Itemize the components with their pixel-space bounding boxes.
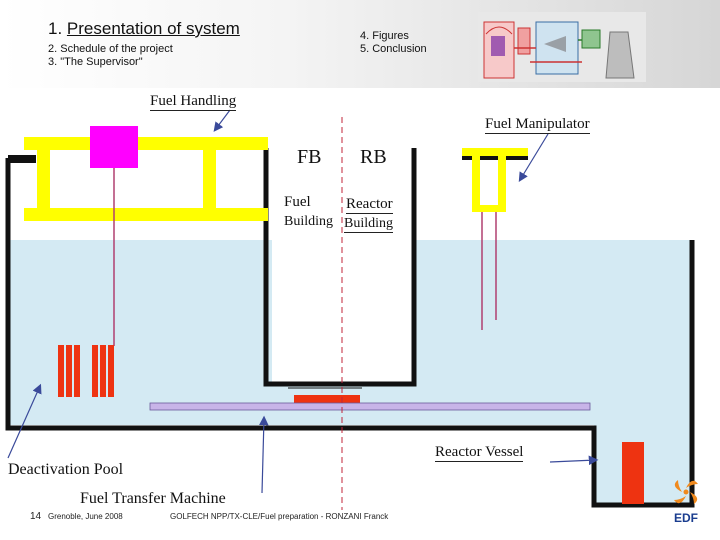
page-number: 14: [30, 511, 42, 522]
deactivation-pool-pointer-icon: [7, 383, 42, 459]
footer-location-date: Grenoble, June 2008: [48, 512, 123, 521]
header-right-item-figures: 4. Figures: [360, 30, 409, 42]
fuel-manipulator-top-beam: [462, 148, 528, 156]
header-right-item-conclusion: 5. Conclusion: [360, 43, 427, 55]
pool-outer-wall: [5, 158, 695, 508]
label-reactor: Reactor: [346, 196, 393, 214]
reactor-pool-water: [412, 240, 692, 425]
label-building-right: Building: [344, 216, 394, 233]
fuel-transfer-carriage: [294, 395, 360, 403]
dividing-wall-interior: [272, 155, 414, 382]
label-rb: RB: [360, 146, 387, 168]
fuel-handling-crane-left-leg: [37, 150, 50, 208]
header-main-title-text: Presentation of system: [66, 19, 240, 38]
label-fuel-manipulator: Fuel Manipulator: [485, 116, 590, 134]
header-sub-item-supervisor: 3. "The Supervisor": [48, 56, 143, 68]
footer-document-reference: GOLFECH NPP/TX-CLE/Fuel preparation - RO…: [170, 512, 389, 521]
label-fb: FB: [297, 146, 322, 168]
label-fuel-handling: Fuel Handling: [150, 93, 237, 111]
fuel-manipulator-pointer-icon: [518, 133, 549, 183]
plant-overview-thumbnail: [478, 12, 646, 82]
fuel-transfer-pointer-icon: [259, 415, 269, 494]
fuel-handling-crane-bottom-beam: [24, 208, 268, 221]
fuel-handling-trolley: [90, 126, 138, 168]
fuel-handling-pointer-icon: [213, 109, 231, 132]
fuel-manipulator-bottom-beam: [472, 205, 506, 212]
label-deactivation-pool: Deactivation Pool: [8, 461, 124, 478]
fuel-rod: [66, 345, 72, 397]
fuel-rod: [92, 345, 98, 397]
dividing-wall: [263, 148, 417, 387]
fuel-handling-crane-right-leg: [203, 150, 216, 208]
fuel-transfer-tube: [149, 402, 591, 411]
header-sub-item-schedule: 2. Schedule of the project: [48, 43, 173, 55]
label-fuel: Fuel: [284, 194, 311, 210]
label-fuel-transfer-machine: Fuel Transfer Machine: [80, 490, 226, 507]
pool-top-wall-left: [8, 155, 36, 163]
fuel-rod: [58, 345, 64, 397]
deactivation-pool-water: [10, 240, 262, 425]
fuel-rod: [74, 345, 80, 397]
reactor-core-fuel: [622, 442, 644, 504]
fuel-rod: [108, 345, 114, 397]
header-main-number: 1.: [48, 19, 63, 38]
edf-logo: EDF: [674, 480, 698, 525]
reactor-vessel-pointer-icon: [549, 455, 599, 466]
fuel-handling-crane-top-beam: [24, 137, 268, 150]
fuel-manipulator-left-leg: [472, 156, 480, 211]
fuel-manipulator-right-leg: [498, 156, 506, 211]
label-reactor-vessel: Reactor Vessel: [435, 444, 524, 462]
edf-logo-text: EDF: [674, 511, 698, 525]
header-main-title: 1. Presentation of system: [48, 19, 240, 39]
label-building-left: Building: [284, 214, 334, 229]
edf-logo-icon: [674, 480, 698, 504]
fuel-rod: [100, 345, 106, 397]
